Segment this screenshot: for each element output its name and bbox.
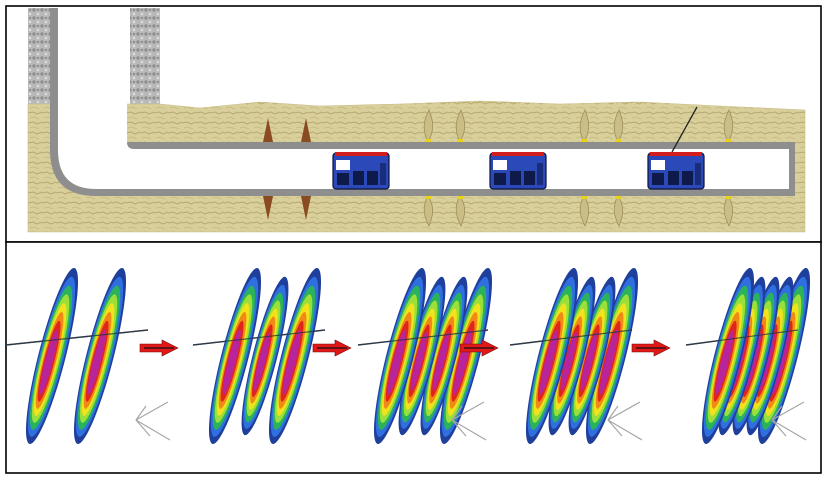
fracture-stages	[5, 268, 811, 444]
fracture-spike	[263, 118, 273, 220]
drilling-tool-icon	[332, 152, 390, 190]
red-arrow-icon	[459, 339, 499, 357]
fracture-contour	[398, 276, 446, 436]
stage-wellbore-line-front	[5, 329, 149, 346]
axis-triad-icon	[135, 401, 171, 441]
wellbore-bore	[58, 8, 789, 189]
perforation-icon	[613, 109, 624, 227]
fracture-contour	[701, 268, 755, 444]
stage-wellbore-line-front	[509, 329, 633, 346]
fracture-contour	[746, 276, 794, 436]
fracture-stage	[357, 268, 499, 444]
fracture-contour	[373, 268, 427, 444]
fracture-contour	[73, 268, 127, 444]
fracture-spikes	[263, 118, 311, 220]
fracture-contour	[525, 268, 579, 444]
downhole-tools	[332, 152, 705, 190]
fracture-contour	[420, 276, 468, 436]
fracture-contour	[585, 268, 639, 444]
perforation-icon	[423, 109, 434, 227]
fracture-stage	[685, 268, 811, 444]
fracture-contour	[757, 268, 811, 444]
perforation-icon	[723, 109, 734, 227]
fracture-stage	[192, 268, 352, 444]
red-arrow-icon	[631, 339, 671, 357]
fracture-stage	[5, 268, 179, 444]
fracture-sequence-panel	[5, 241, 822, 474]
shale-column-right	[130, 8, 160, 106]
fracture-contour	[548, 276, 596, 436]
axis-triad-icon	[451, 401, 487, 441]
axis-triad-icon	[607, 401, 643, 441]
red-arrow-icon	[312, 339, 352, 357]
fracture-contour	[268, 268, 322, 444]
stage-wellbore-line-front	[357, 329, 489, 346]
fracture-contour	[208, 268, 262, 444]
drilling-tool-icon	[489, 152, 547, 190]
fracture-spike	[301, 118, 311, 220]
perforation-icon	[455, 109, 466, 227]
red-arrow-icon	[139, 339, 179, 357]
stage-wellbore-line-front	[192, 329, 326, 346]
fracture-contour	[439, 268, 493, 444]
shale-column-left	[28, 8, 50, 106]
perforation-icon	[579, 109, 590, 227]
wellbore-panel	[5, 5, 822, 243]
wireline	[671, 106, 698, 153]
fracture-stage	[509, 268, 671, 444]
axis-triad-icon	[771, 401, 807, 441]
perforation-clusters	[423, 109, 734, 227]
fracture-contour	[241, 276, 289, 436]
fracture-contour	[568, 276, 616, 436]
drilling-tool-icon	[647, 152, 705, 190]
fracture-contour	[25, 268, 79, 444]
stage-wellbore-line-front	[685, 329, 799, 346]
